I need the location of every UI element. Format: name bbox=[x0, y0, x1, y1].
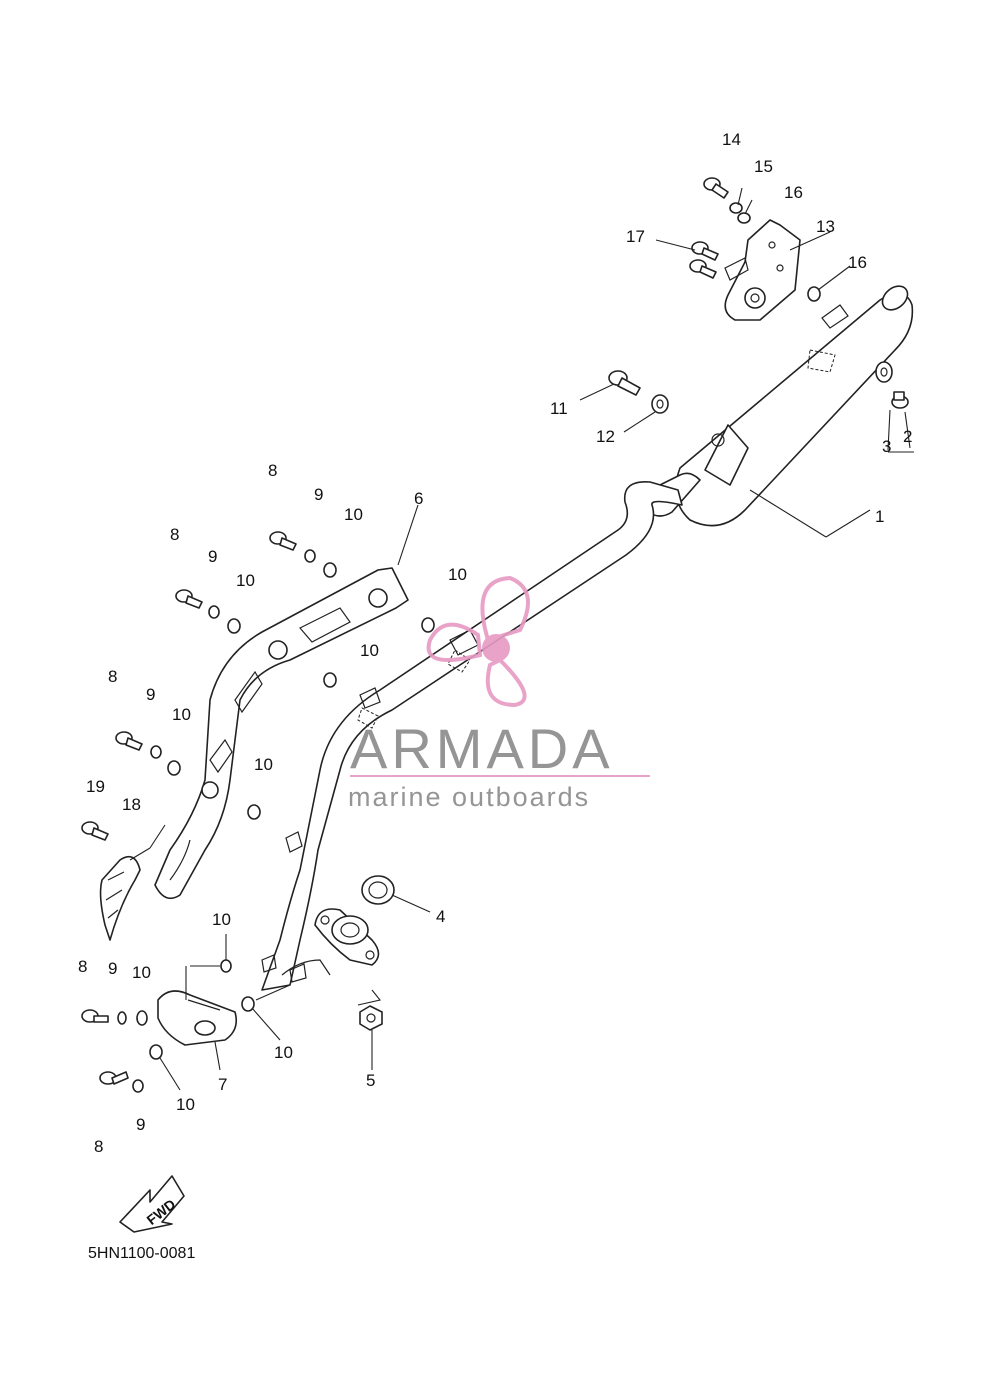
callout-11: 11 bbox=[550, 399, 568, 418]
callout-5: 5 bbox=[366, 1071, 375, 1090]
bolt-8-a bbox=[269, 531, 297, 551]
callout-10: 10 bbox=[176, 1095, 195, 1114]
bolt-8-e bbox=[99, 1071, 129, 1085]
bracket-13 bbox=[724, 219, 801, 321]
washers bbox=[117, 202, 893, 1093]
callout-10: 10 bbox=[344, 505, 363, 524]
callout-3: 3 bbox=[882, 437, 891, 456]
watermark-brand: ARMADA bbox=[350, 717, 614, 780]
callout-17: 17 bbox=[626, 227, 645, 246]
callout-19: 19 bbox=[86, 777, 105, 796]
callout-4: 4 bbox=[436, 907, 445, 926]
muffler bbox=[643, 285, 914, 527]
callout-16: 16 bbox=[848, 253, 867, 272]
bolt-11 bbox=[608, 370, 641, 396]
diagram-code: 5HN1100-0081 bbox=[88, 1245, 195, 1262]
callout-8: 8 bbox=[170, 525, 179, 544]
bolt-14 bbox=[703, 177, 729, 199]
fasteners bbox=[81, 177, 909, 1085]
callout-12: 12 bbox=[596, 427, 615, 446]
callout-9: 9 bbox=[208, 547, 217, 566]
callout-8: 8 bbox=[94, 1137, 103, 1156]
callout-8: 8 bbox=[78, 957, 87, 976]
callout-8: 8 bbox=[108, 667, 117, 686]
callout-9: 9 bbox=[146, 685, 155, 704]
bolt-8-d bbox=[81, 1009, 109, 1023]
bolt-2 bbox=[891, 391, 909, 409]
callout-9: 9 bbox=[136, 1115, 145, 1134]
callout-16: 16 bbox=[784, 183, 803, 202]
bolt-8-c bbox=[115, 731, 143, 751]
fwd-arrow: FWD bbox=[119, 1175, 185, 1233]
callout-10: 10 bbox=[274, 1043, 293, 1062]
leader-lines bbox=[159, 187, 914, 1091]
callout-2: 2 bbox=[903, 427, 912, 446]
callout-10: 10 bbox=[212, 910, 231, 929]
callout-10: 10 bbox=[360, 641, 379, 660]
watermark-tagline: marine outboards bbox=[348, 782, 590, 812]
callout-13: 13 bbox=[816, 217, 835, 236]
callout-10: 10 bbox=[448, 565, 467, 584]
callout-18: 18 bbox=[122, 795, 141, 814]
nut-5 bbox=[359, 1005, 383, 1031]
callout-7: 7 bbox=[218, 1075, 227, 1094]
bolt-17 bbox=[689, 241, 719, 279]
callout-9: 9 bbox=[108, 959, 117, 978]
callout-6: 6 bbox=[414, 489, 423, 508]
protector-7 bbox=[157, 990, 238, 1046]
callout-8: 8 bbox=[268, 461, 277, 480]
callout-10: 10 bbox=[172, 705, 191, 724]
callout-10: 10 bbox=[236, 571, 255, 590]
callout-14: 14 bbox=[722, 130, 741, 149]
callout-1: 1 bbox=[875, 507, 884, 526]
callout-10: 10 bbox=[132, 963, 151, 982]
callout-9: 9 bbox=[314, 485, 323, 504]
armada-watermark: ARMADA marine outboards bbox=[348, 575, 650, 812]
bolt-19 bbox=[81, 821, 109, 841]
exhaust-flange bbox=[314, 908, 380, 966]
bolt-8-b bbox=[175, 589, 203, 609]
callout-labels: 1 2 3 4 5 6 7 8 8 8 8 8 9 9 9 9 9 10 10 … bbox=[78, 130, 912, 1156]
callout-10: 10 bbox=[254, 755, 273, 774]
callout-15: 15 bbox=[754, 157, 773, 176]
protector-6 bbox=[154, 567, 409, 900]
protector-18 bbox=[99, 824, 166, 941]
propeller-logo-icon bbox=[426, 575, 530, 708]
